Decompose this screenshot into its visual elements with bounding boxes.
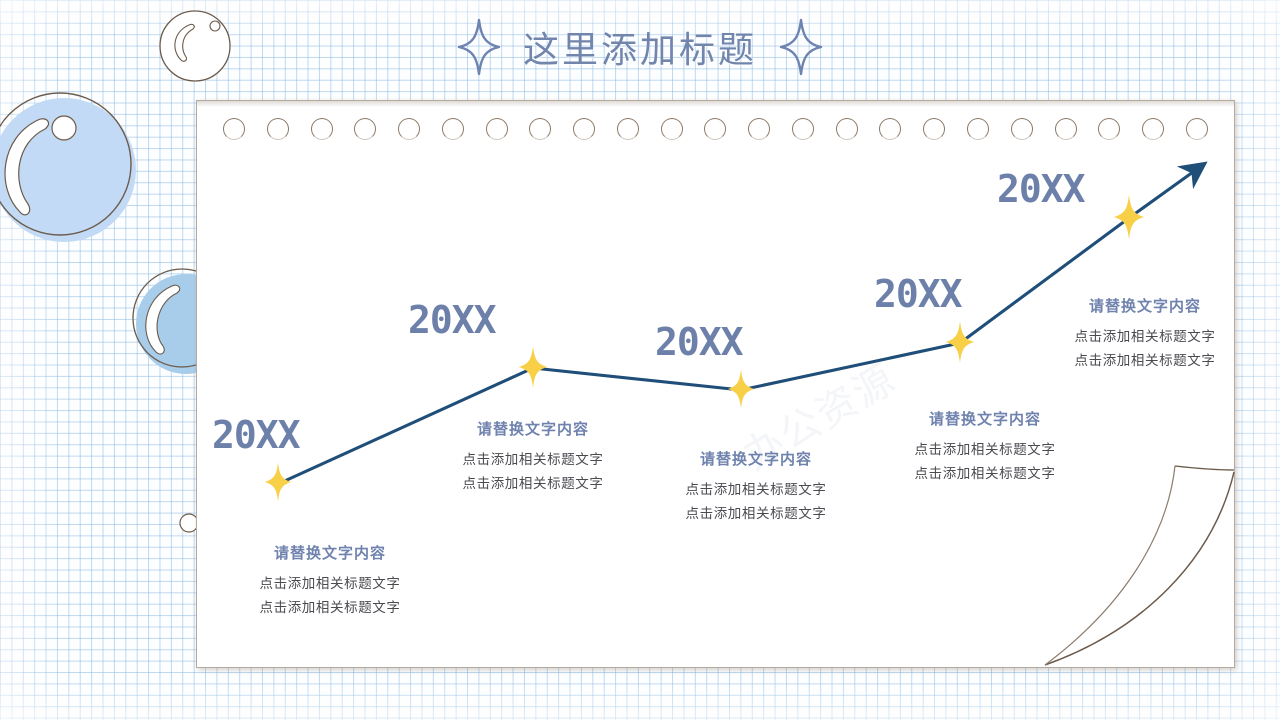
four-point-star-left-icon (457, 18, 501, 76)
spiral-hole (748, 118, 771, 140)
page-title: 这里添加标题 (522, 30, 757, 70)
chart-marker-5 (1113, 194, 1145, 240)
title-bar: 这里添加标题 (0, 17, 1280, 77)
annotation-line: 点击添加相关标题文字 (462, 452, 604, 467)
spiral-hole (266, 118, 289, 140)
chart-annotation-2: 请替换文字内容 点击添加相关标题文字 点击添加相关标题文字 (443, 418, 623, 495)
spiral-hole-row (197, 118, 1234, 140)
spiral-hole (1142, 118, 1165, 140)
chart-annotation-5: 请替换文字内容 点击添加相关标题文字 点击添加相关标题文字 (1055, 295, 1235, 372)
annotation-heading: 请替换文字内容 (1088, 298, 1201, 315)
spiral-hole (1054, 118, 1077, 140)
spiral-hole (529, 118, 552, 140)
chart-marker-1 (264, 462, 292, 502)
spiral-hole (616, 118, 639, 140)
annotation-line: 点击添加相关标题文字 (1074, 352, 1216, 368)
annotation-heading: 请替换文字内容 (699, 451, 812, 468)
spiral-hole (835, 118, 858, 140)
annotation-line: 点击添加相关标题文字 (914, 442, 1056, 457)
chart-year-label-4: 20XX (874, 272, 963, 316)
chart-annotation-1: 请替换文字内容 点击添加相关标题文字 点击添加相关标题文字 (240, 542, 420, 619)
spiral-hole (967, 118, 990, 140)
spiral-hole (354, 118, 377, 140)
spiral-hole (1098, 118, 1121, 140)
spiral-hole (573, 118, 596, 140)
spiral-hole (923, 118, 946, 140)
chart-year-label-1: 20XX (212, 413, 301, 457)
annotation-line: 点击添加相关标题文字 (914, 465, 1056, 481)
spiral-hole (310, 118, 333, 140)
spiral-hole (485, 118, 508, 140)
annotation-line: 点击添加相关标题文字 (462, 475, 604, 491)
bubble-large-blue (0, 88, 146, 253)
annotation-line: 点击添加相关标题文字 (1074, 329, 1216, 344)
page-curl-icon (1044, 465, 1235, 666)
annotation-line: 点击添加相关标题文字 (685, 482, 827, 497)
spiral-hole (879, 118, 902, 140)
spiral-hole (791, 118, 814, 140)
annotation-heading: 请替换文字内容 (928, 411, 1041, 428)
spiral-hole (1010, 118, 1033, 140)
chart-marker-2 (518, 346, 548, 388)
spiral-hole (398, 118, 421, 140)
spiral-hole (441, 118, 464, 140)
annotation-heading: 请替换文字内容 (273, 545, 386, 562)
spiral-hole (223, 118, 245, 140)
chart-year-label-3: 20XX (655, 320, 744, 364)
spiral-hole (660, 118, 683, 140)
chart-marker-3 (727, 369, 755, 409)
chart-year-label-2: 20XX (408, 298, 497, 342)
four-point-star-right-icon (779, 18, 823, 76)
notebook-card: 办公资源 (196, 100, 1235, 668)
annotation-line: 点击添加相关标题文字 (259, 576, 401, 591)
chart-year-label-5: 20XX (997, 167, 1086, 211)
annotation-line: 点击添加相关标题文字 (259, 599, 401, 615)
chart-annotation-4: 请替换文字内容 点击添加相关标题文字 点击添加相关标题文字 (895, 408, 1075, 485)
bubble-outline-top (155, 6, 235, 91)
chart-line (276, 161, 1208, 486)
annotation-heading: 请替换文字内容 (476, 421, 589, 438)
annotation-line: 点击添加相关标题文字 (685, 505, 827, 521)
chart-marker-4 (945, 321, 975, 363)
spiral-hole (1185, 118, 1208, 140)
spiral-hole (704, 118, 727, 140)
chart-annotation-3: 请替换文字内容 点击添加相关标题文字 点击添加相关标题文字 (666, 448, 846, 525)
